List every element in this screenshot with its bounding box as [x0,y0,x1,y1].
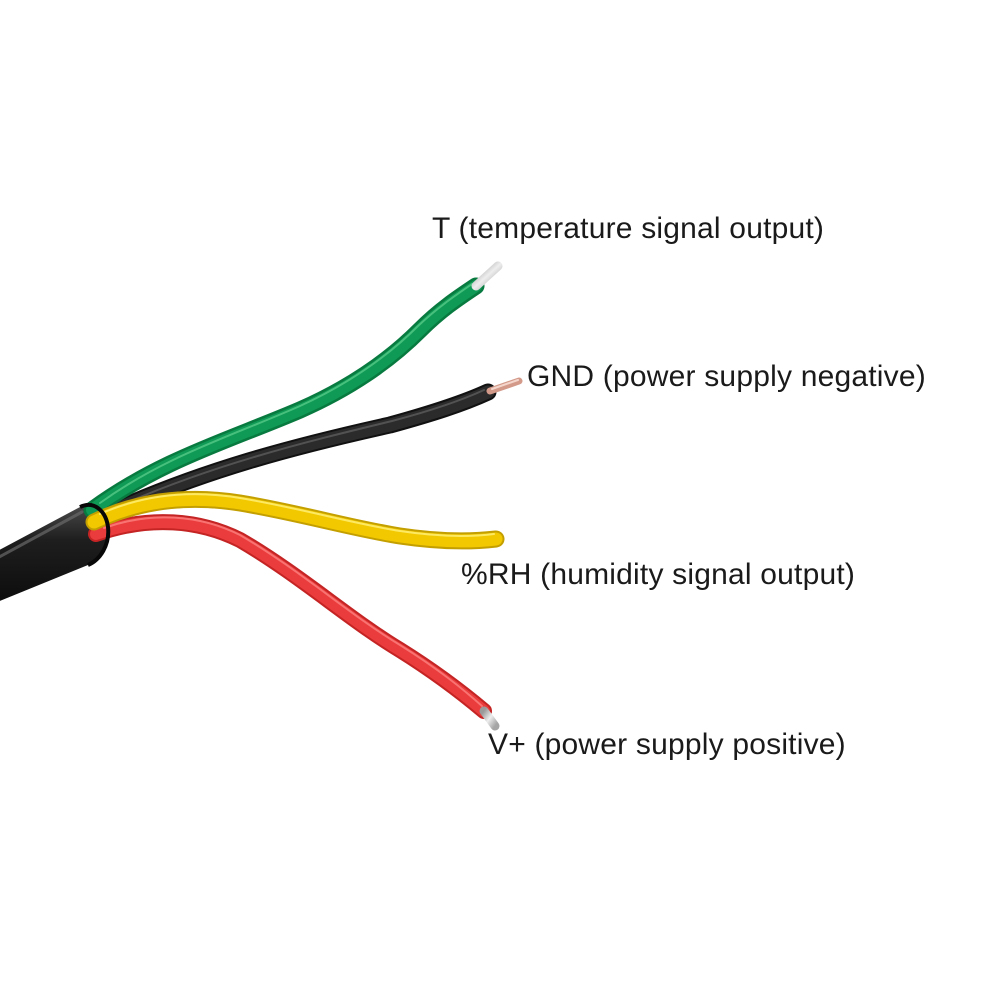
wire-gnd [89,377,523,527]
cable-jacket [0,505,109,601]
label-temperature-signal: T (temperature signal output) [432,212,825,245]
wire-t [83,261,503,519]
label-power-positive: V+ (power supply positive) [488,728,846,761]
label-humidity-signal: %RH (humidity signal output) [461,558,856,591]
label-power-negative: GND (power supply negative) [527,360,926,393]
t-conductor-tip [471,261,503,291]
cable-jacket-edge [79,503,111,567]
wire-rh [85,490,524,550]
cable-jacket-body [0,505,109,601]
wire-vplus [88,514,500,731]
vplus-conductor-tip [479,706,500,731]
gnd-conductor-tip [486,377,523,395]
